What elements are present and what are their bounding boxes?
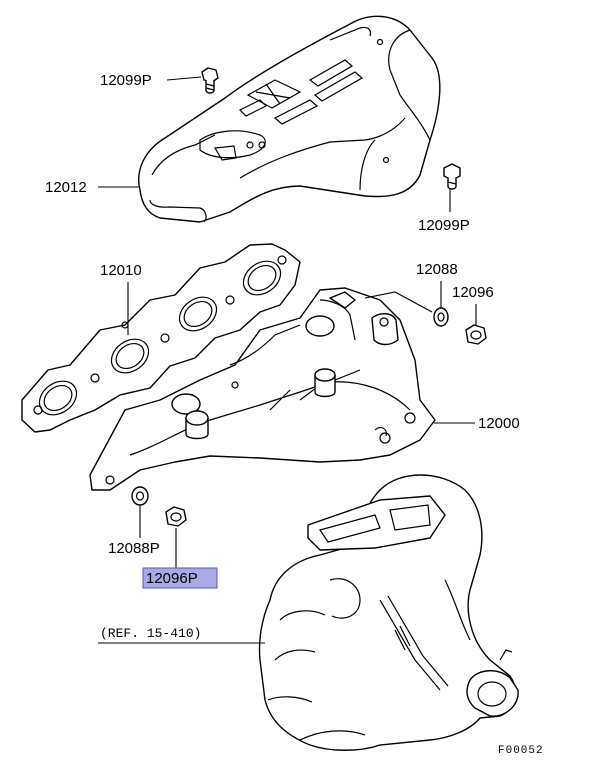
nut-right[interactable] [465, 324, 487, 345]
diagram-code: F00052 [498, 745, 544, 757]
turbocharger-reference[interactable] [258, 474, 519, 751]
label-12088-right[interactable]: 12088 [416, 261, 458, 278]
shield-bolt-right[interactable] [443, 163, 461, 190]
washer-right[interactable] [433, 307, 449, 327]
highlight-box-12096p [142, 567, 218, 589]
label-12088p[interactable]: 12088P [108, 540, 160, 557]
label-ref-15-410[interactable]: (REF. 15-410) [100, 626, 201, 641]
label-12096p[interactable]: 12096P [146, 570, 198, 587]
heat-shield-part[interactable] [138, 15, 441, 223]
washer-left[interactable] [131, 486, 149, 506]
manifold-gasket[interactable] [21, 243, 301, 433]
label-12099p-top[interactable]: 12099P [100, 72, 152, 89]
label-12099p-right[interactable]: 12099P [418, 217, 470, 234]
label-12096-right[interactable]: 12096 [452, 284, 494, 301]
nut-left[interactable] [165, 506, 187, 527]
label-12000[interactable]: 12000 [478, 415, 520, 432]
exhaust-manifold[interactable] [89, 287, 436, 491]
label-12012[interactable]: 12012 [45, 179, 87, 196]
shield-bolt-top[interactable] [201, 67, 219, 94]
label-12010[interactable]: 12010 [100, 262, 142, 279]
